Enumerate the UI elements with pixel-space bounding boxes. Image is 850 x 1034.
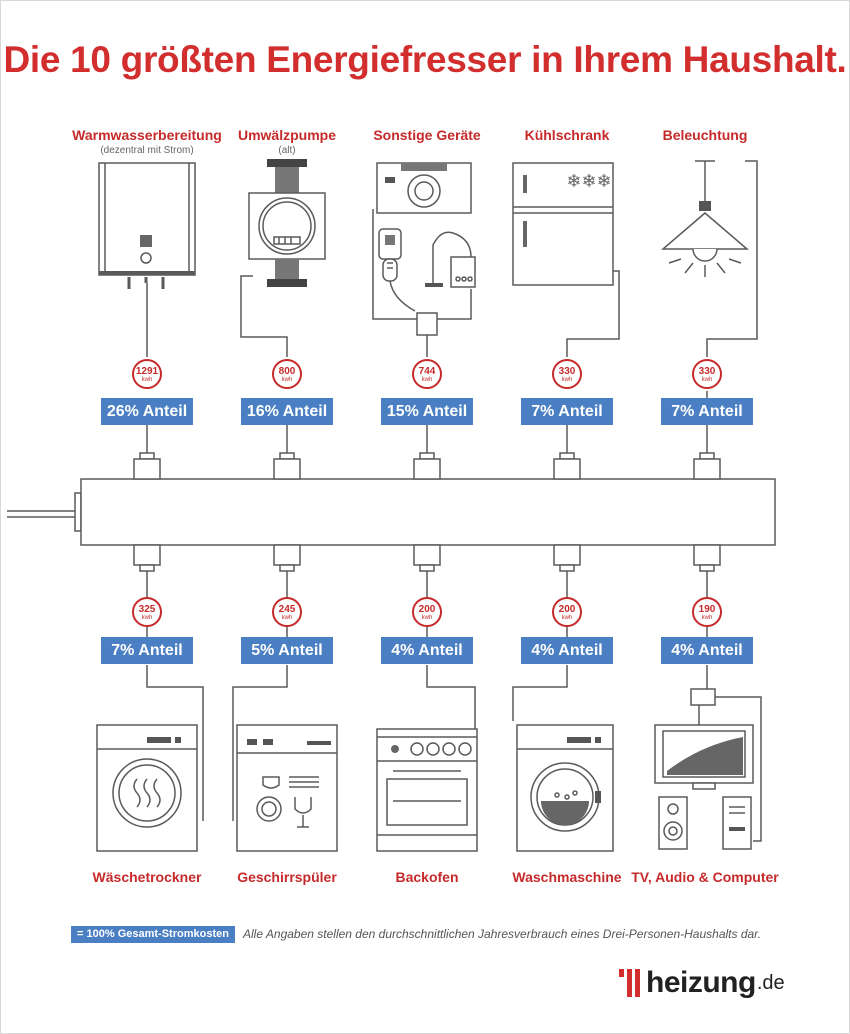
brand-logo[interactable]: heizung.de xyxy=(619,963,785,1003)
kwh-value: 325 xyxy=(138,604,156,615)
device-name-dishwasher: Geschirrspüler xyxy=(237,869,337,885)
share-label-dryer: 7% Anteil xyxy=(101,637,193,664)
legend-box: = 100% Gesamt-Stromkosten xyxy=(71,926,235,943)
device-name-fridge: Kühlschrank xyxy=(524,127,610,143)
kwh-unit: kwh xyxy=(141,615,153,621)
share-label-misc: 15% Anteil xyxy=(381,398,473,425)
kwh-unit: kwh xyxy=(141,377,153,383)
kwh-value: 245 xyxy=(278,604,296,615)
kwh-value: 1291 xyxy=(135,366,159,377)
kwh-value: 330 xyxy=(558,366,576,377)
kwh-unit: kwh xyxy=(281,377,293,383)
device-name-misc: Sonstige Geräte xyxy=(373,127,481,143)
kwh-unit: kwh xyxy=(421,615,433,621)
kwh-value: 744 xyxy=(418,366,436,377)
dishwasher-icon xyxy=(236,724,338,852)
device-name-circulation-pump: Umwälzpumpe xyxy=(237,127,336,143)
top-plugs xyxy=(133,425,721,480)
top-wires xyxy=(146,160,758,399)
dryer-icon xyxy=(96,724,198,852)
kwh-unit: kwh xyxy=(561,615,573,621)
share-label-water-heating: 26% Anteil xyxy=(101,398,193,425)
tv-audio-computer-icon xyxy=(654,688,754,850)
oven-icon xyxy=(376,728,478,852)
logo-word: heizung xyxy=(646,966,756,999)
kwh-value: 800 xyxy=(278,366,296,377)
share-label-dishwasher: 5% Anteil xyxy=(241,637,333,664)
circulation-pump-icon xyxy=(248,159,326,287)
device-name-tv-audio-computer: TV, Audio & Computer xyxy=(631,869,779,885)
water-heater-icon xyxy=(98,162,196,289)
legend-note: Alle Angaben stellen den durchschnittlic… xyxy=(243,927,762,941)
kwh-value: 330 xyxy=(698,366,716,377)
kwh-unit: kwh xyxy=(701,615,713,621)
device-name-dryer: Wäschetrockner xyxy=(92,869,202,885)
device-sub-circulation-pump: (alt) xyxy=(278,145,296,156)
share-label-tv-audio-computer: 4% Anteil xyxy=(661,637,753,664)
device-name-oven: Backofen xyxy=(395,869,459,885)
bottom-wires xyxy=(146,665,762,842)
power-strip-icon xyxy=(7,478,776,546)
device-sub-water-heating: (dezentral mit Strom) xyxy=(100,145,194,156)
share-label-oven: 4% Anteil xyxy=(381,637,473,664)
device-name-water-heating: Warmwasserbereitung xyxy=(72,127,222,143)
lamp-icon xyxy=(660,160,750,277)
device-name-lighting: Beleuchtung xyxy=(662,127,748,143)
share-label-circulation-pump: 16% Anteil xyxy=(241,398,333,425)
fridge-icon: ❄❄❄ xyxy=(512,162,614,286)
kwh-unit: kwh xyxy=(701,377,713,383)
device-name-washing-machine: Waschmaschine xyxy=(512,869,622,885)
washing-machine-icon xyxy=(516,724,614,852)
kwh-unit: kwh xyxy=(561,377,573,383)
kwh-value: 200 xyxy=(558,604,576,615)
page-title: Die 10 größten Energiefresser in Ihrem H… xyxy=(3,39,847,80)
misc-devices-icon xyxy=(376,162,476,336)
share-label-washing-machine: 4% Anteil xyxy=(521,637,613,664)
share-label-fridge: 7% Anteil xyxy=(521,398,613,425)
share-label-lighting: 7% Anteil xyxy=(661,398,753,425)
kwh-unit: kwh xyxy=(281,615,293,621)
logo-tld: .de xyxy=(756,971,785,994)
kwh-unit: kwh xyxy=(421,377,433,383)
kwh-value: 190 xyxy=(698,604,716,615)
svg-text:❄❄❄: ❄❄❄ xyxy=(566,171,611,192)
logo-bars-icon xyxy=(619,969,640,997)
kwh-value: 200 xyxy=(418,604,436,615)
